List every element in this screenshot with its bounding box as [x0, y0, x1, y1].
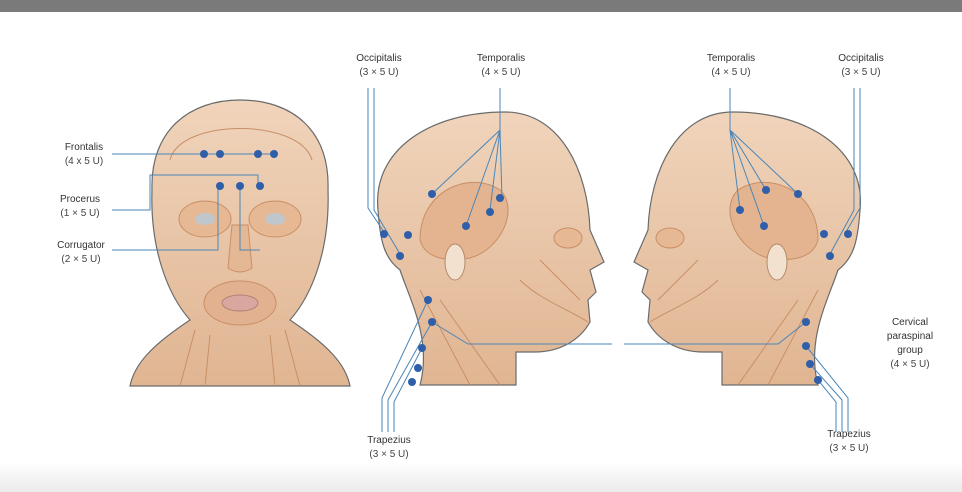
trapezius-left-name: Trapezius [354, 434, 424, 448]
injection-point [806, 360, 814, 368]
injection-point [802, 342, 810, 350]
injection-point [826, 252, 834, 260]
injection-point [802, 318, 810, 326]
injection-point [428, 190, 436, 198]
occipitalis-right-label: Occipitalis (3 × 5 U) [826, 52, 896, 80]
cervical-line3: group [870, 344, 950, 358]
injection-point [762, 186, 770, 194]
injection-point [216, 150, 224, 158]
injection-point [404, 231, 412, 239]
right-profile-eye [656, 228, 684, 248]
injection-point [414, 364, 422, 372]
injection-point [424, 296, 432, 304]
injection-point [396, 252, 404, 260]
occipitalis-left-name: Occipitalis [344, 52, 414, 66]
injection-point [418, 344, 426, 352]
procerus-name: Procerus [48, 193, 112, 207]
injection-point [760, 222, 768, 230]
corrugator-dose: (2 × 5 U) [44, 253, 118, 267]
injection-point [270, 150, 278, 158]
injection-point [254, 150, 262, 158]
occipitalis-right-dose: (3 × 5 U) [826, 66, 896, 80]
trapezius-right-name: Trapezius [814, 428, 884, 442]
injection-point [236, 182, 244, 190]
injection-point [486, 208, 494, 216]
temporalis-right-name: Temporalis [696, 52, 766, 66]
trapezius-right-label: Trapezius (3 × 5 U) [814, 428, 884, 456]
cervical-label: Cervical paraspinal group (4 × 5 U) [870, 316, 950, 372]
frontalis-dose: (4 x 5 U) [52, 155, 116, 169]
corrugator-label: Corrugator (2 × 5 U) [44, 239, 118, 267]
procerus-label: Procerus (1 × 5 U) [48, 193, 112, 221]
temporalis-right-label: Temporalis (4 × 5 U) [696, 52, 766, 80]
trapezius-left-label: Trapezius (3 × 5 U) [354, 434, 424, 462]
injection-point [462, 222, 470, 230]
injection-point [820, 230, 828, 238]
frontalis-label: Frontalis (4 x 5 U) [52, 141, 116, 169]
corrugator-name: Corrugator [44, 239, 118, 253]
injection-point [200, 150, 208, 158]
trapezius-left-dose: (3 × 5 U) [354, 448, 424, 462]
temporalis-left-label: Temporalis (4 × 5 U) [466, 52, 536, 80]
cervical-line1: Cervical [870, 316, 950, 330]
right-profile-ear [767, 244, 787, 280]
temporalis-left-dose: (4 × 5 U) [466, 66, 536, 80]
occipitalis-left-label: Occipitalis (3 × 5 U) [344, 52, 414, 80]
injection-point [844, 230, 852, 238]
cervical-line2: paraspinal [870, 330, 950, 344]
frontalis-name: Frontalis [52, 141, 116, 155]
injection-point [216, 182, 224, 190]
injection-point [496, 194, 504, 202]
lips [222, 295, 258, 311]
injection-point [794, 190, 802, 198]
temporalis-right-dose: (4 × 5 U) [696, 66, 766, 80]
injection-point [256, 182, 264, 190]
injection-point [814, 376, 822, 384]
temporalis-left-name: Temporalis [466, 52, 536, 66]
left-profile-ear [445, 244, 465, 280]
procerus-dose: (1 × 5 U) [48, 207, 112, 221]
occipitalis-right-name: Occipitalis [826, 52, 896, 66]
injection-point [736, 206, 744, 214]
left-eye [195, 213, 215, 225]
injection-point [408, 378, 416, 386]
injection-point [380, 230, 388, 238]
right-eye [265, 213, 285, 225]
trapezius-right-dose: (3 × 5 U) [814, 442, 884, 456]
occipitalis-left-dose: (3 × 5 U) [344, 66, 414, 80]
left-profile-eye [554, 228, 582, 248]
injection-point [428, 318, 436, 326]
cervical-dose: (4 × 5 U) [870, 358, 950, 372]
